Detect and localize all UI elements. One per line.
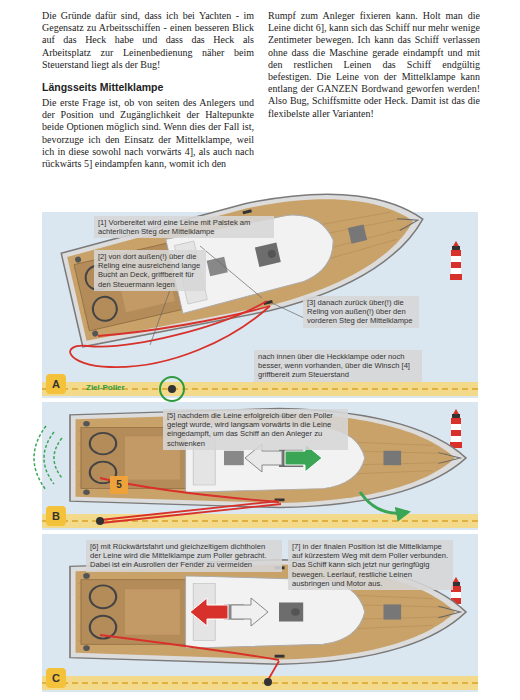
- callout-box: [7] in der finalen Position ist die Mitt…: [288, 540, 453, 590]
- callout-text: [7] in der finalen Position ist die Mitt…: [292, 542, 449, 588]
- callout-box: [2] von dort außen(!) über die Reling ei…: [94, 250, 206, 291]
- body-paragraph: Die erste Frage ist, ob von seiten des A…: [42, 97, 254, 170]
- body-paragraph: Rumpf zum Anleger fixieren kann. Holt ma…: [268, 10, 480, 120]
- callout-text: [2] von dort außen(!) über die Reling ei…: [98, 252, 202, 289]
- callout-box: [1] Vorbereitet wird eine Leine mit Pals…: [94, 216, 274, 238]
- panel-letter: B: [46, 506, 66, 526]
- target-label: Ziel-Poller: [86, 383, 156, 392]
- callout-box: [6] mit Rückwärtsfahrt und gleichzeitige…: [86, 540, 282, 572]
- callout-text: [5] nachdem die Leine erfolgreich über d…: [167, 411, 344, 448]
- callout-text: [6] mit Rückwärtsfahrt und gleichzeitige…: [90, 542, 278, 570]
- step-badge: 5: [110, 476, 128, 494]
- step-number: 5: [110, 476, 128, 494]
- callout-text: nach innen über die Heckklampe oder noch…: [258, 352, 418, 380]
- step-panel: B [5] nachdem die Leine erfolgreich über …: [42, 402, 478, 530]
- panel-letter: A: [46, 374, 66, 394]
- callout-box: nach innen über die Heckklampe oder noch…: [254, 350, 422, 382]
- body-paragraph: Die Gründe dafür sind, dass ich bei Yach…: [42, 10, 254, 71]
- callout-box: [3] danach zurück über(!) die Reling von…: [303, 296, 419, 328]
- callout-box: [5] nachdem die Leine erfolgreich über d…: [163, 409, 348, 450]
- step-panel: A [1] Vorbereitet wird eine Leine mit Pal…: [42, 212, 478, 398]
- callout-text: [3] danach zurück über(!) die Reling von…: [307, 298, 415, 326]
- callout-text: [1] Vorbereitet wird eine Leine mit Pals…: [98, 218, 270, 236]
- section-heading: Längsseits Mittelklampe: [42, 81, 254, 93]
- step-panel: C [6] mit Rückwärtsfahrt und gleichzeitig…: [42, 534, 478, 692]
- panel-letter: C: [46, 668, 66, 688]
